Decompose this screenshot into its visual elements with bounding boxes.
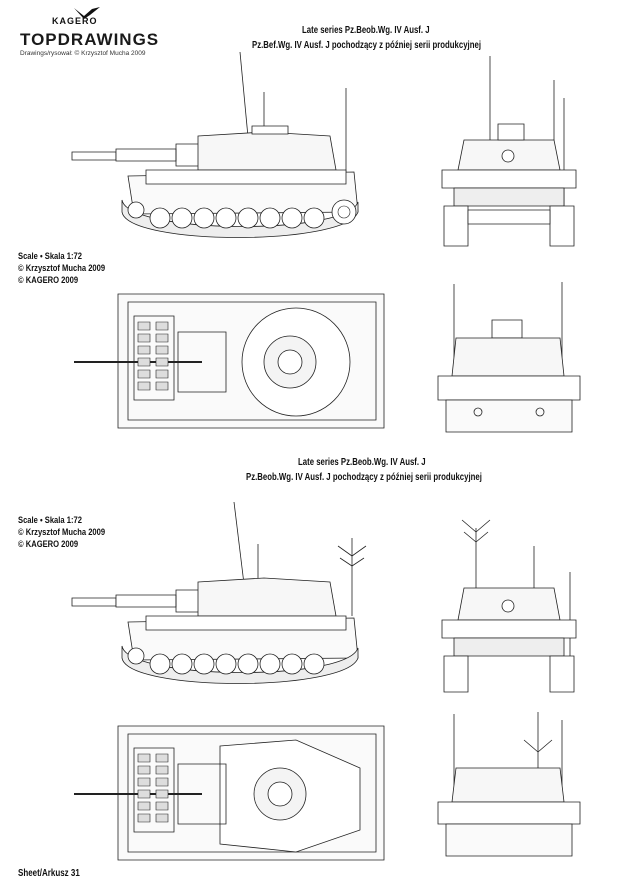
scale-label: Scale • Skala 1:72: [18, 515, 82, 526]
section1-title-en: Late series Pz.Beob.Wg. IV Ausf. J: [302, 25, 430, 36]
kagero-bird-icon: [74, 7, 100, 19]
tank-rear-view-2: [434, 710, 584, 870]
brand-logo: KAGERO TOPDRAWINGS Drawings/rysował: © K…: [14, 6, 164, 68]
tank-front-view-2: [434, 516, 584, 696]
series-name: TOPDRAWINGS: [20, 30, 160, 49]
drawing-credit: Drawings/rysował: © Krzysztof Mucha 2009: [20, 50, 146, 57]
tank-front-view-1: [434, 52, 584, 252]
publisher-name: KAGERO: [52, 16, 98, 26]
section1-scale-info: Scale • Skala 1:72 © Krzysztof Mucha 200…: [18, 251, 105, 287]
section2-title-pl: Pz.Beob.Wg. IV Ausf. J pochodzący z późn…: [246, 472, 482, 483]
tank-rear-view-1: [434, 280, 584, 450]
tank-top-view-1: [70, 288, 390, 438]
section2-scale-info: Scale • Skala 1:72 © Krzysztof Mucha 200…: [18, 515, 105, 551]
scale-label: Scale • Skala 1:72: [18, 251, 82, 262]
publisher-copyright: © KAGERO 2009: [18, 539, 79, 550]
sheet-number: Sheet/Arkusz 31: [18, 868, 80, 879]
tank-side-view-1: [68, 52, 368, 242]
author-copyright: © Krzysztof Mucha 2009: [18, 263, 106, 274]
section1-title-pl: Pz.Bef.Wg. IV Ausf. J pochodzący z późni…: [252, 40, 481, 51]
tank-side-view-2: [68, 498, 368, 698]
publisher-copyright: © KAGERO 2009: [18, 275, 79, 286]
tank-top-view-2: [70, 720, 390, 870]
author-copyright: © Krzysztof Mucha 2009: [18, 527, 106, 538]
section2-title-en: Late series Pz.Beob.Wg. IV Ausf. J: [298, 457, 426, 468]
